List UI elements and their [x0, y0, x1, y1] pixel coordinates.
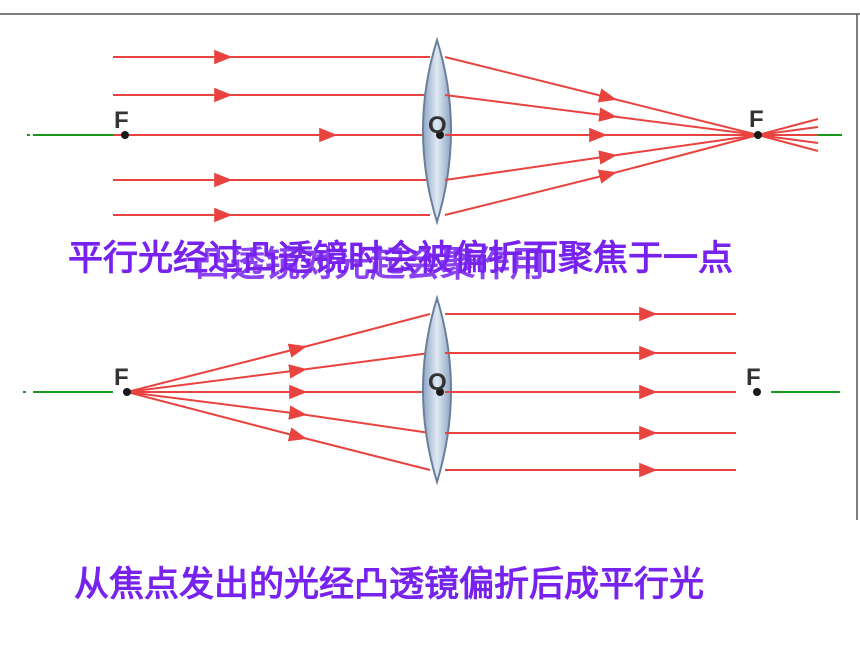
- bottom-refracted-rays: [445, 306, 736, 478]
- top-left-focus-label: F: [114, 107, 129, 134]
- bottom-diagram: F O F: [23, 294, 840, 486]
- bottom-center-label: O: [428, 369, 447, 396]
- top-refracted-rays: [444, 56, 819, 216]
- top-diagram: F O F: [27, 36, 842, 226]
- bottom-left-focus-label: F: [114, 364, 129, 391]
- top-optical-center-point: [436, 131, 444, 139]
- top-left-focus-point: [121, 131, 129, 139]
- bottom-optical-center-point: [436, 388, 444, 396]
- bottom-incoming-rays: [126, 313, 431, 471]
- bottom-right-focus-label: F: [746, 364, 761, 391]
- bottom-caption: 从焦点发出的光经凸透镜偏折后成平行光: [74, 565, 705, 605]
- bottom-right-focus-point: [753, 388, 761, 396]
- bottom-left-focus-point: [123, 388, 131, 396]
- top-right-focus-label: F: [749, 106, 764, 133]
- overlapping-caption: 凸透镜对光起会聚作用: [195, 245, 546, 285]
- top-right-focus-point: [754, 131, 762, 139]
- top-incoming-rays: [113, 49, 430, 223]
- top-caption: 平行光经过凸透镜时会被偏折而聚焦于一点: [68, 239, 734, 279]
- top-center-label: O: [428, 112, 447, 139]
